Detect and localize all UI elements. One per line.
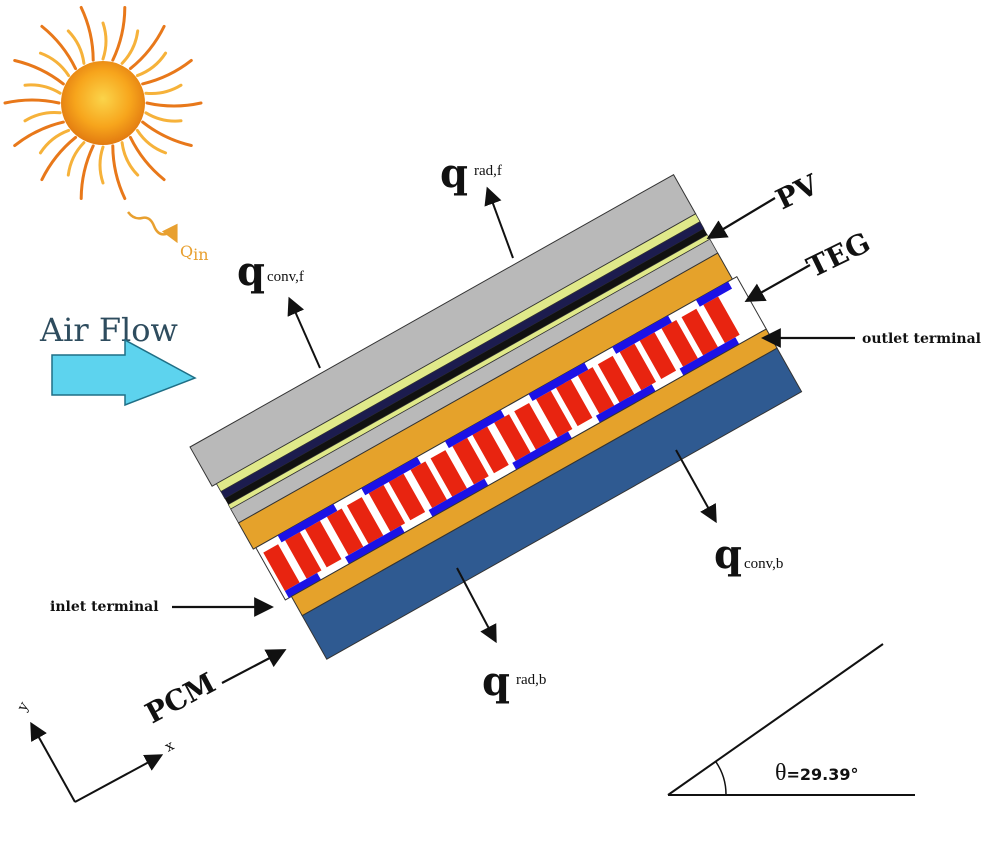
teg-connector	[384, 456, 421, 482]
teg-leg	[661, 320, 698, 367]
pcm-layer	[301, 347, 803, 660]
teg-leg	[494, 414, 531, 461]
sun-ray	[98, 145, 105, 185]
teg-connector	[535, 431, 572, 457]
y-axis-arrow	[30, 721, 76, 803]
angle-arc	[715, 761, 727, 796]
q-in-arrow	[127, 211, 178, 244]
teg-connector	[284, 572, 322, 598]
teg-leg	[452, 437, 489, 485]
x-axis-arrow	[74, 754, 164, 803]
sun-ray	[79, 5, 95, 62]
teg-leg	[577, 367, 615, 414]
sun-ray	[141, 58, 193, 86]
teg-leg	[430, 450, 467, 497]
sun-ray	[101, 21, 108, 61]
teg-connector	[635, 315, 672, 341]
pv-pointer-arrow	[706, 197, 776, 240]
panel-stack	[189, 173, 803, 660]
teg-leg	[305, 520, 342, 568]
teg-leg	[263, 544, 300, 591]
teg-layer	[255, 276, 767, 601]
q-in-label: Qin	[180, 242, 209, 264]
sun-disc	[61, 61, 145, 145]
sun-ray	[66, 29, 86, 65]
teg-leg	[326, 508, 364, 556]
teg-label: TEG	[802, 226, 876, 285]
teg-leg	[703, 296, 740, 344]
sun-ray	[111, 5, 127, 62]
sun-ray	[120, 141, 140, 177]
sun-ray	[135, 51, 168, 78]
sun-ray	[128, 24, 166, 71]
teg-connector	[552, 362, 589, 388]
teg-leg	[639, 332, 677, 379]
teg-leg	[556, 379, 593, 427]
sun-ray	[40, 24, 78, 71]
q-conv-b-arrow	[675, 449, 717, 524]
sun-ray	[38, 128, 71, 155]
sun-ray	[23, 111, 62, 123]
teg-connector	[368, 525, 405, 551]
sun-ray	[145, 101, 203, 108]
inlet-terminal-label: inlet terminal	[50, 599, 159, 615]
sun-icon	[3, 5, 203, 201]
teg-leg	[619, 343, 657, 391]
teg-pointer-arrow	[744, 264, 811, 302]
sun-ray	[141, 120, 193, 148]
sun-ray	[120, 29, 140, 65]
outlet-terminal-label: outlet terminal	[862, 331, 981, 347]
teg-leg	[597, 355, 635, 403]
teg-connector	[452, 478, 489, 504]
teg-leg	[472, 426, 509, 474]
sun-ray	[79, 144, 95, 201]
q-rad-b-arrow	[456, 567, 497, 644]
sun-ray	[38, 51, 71, 78]
sun-ray	[66, 141, 86, 177]
sun-rays	[3, 5, 203, 201]
pv-cell-layer	[224, 228, 708, 505]
teg-leg	[388, 473, 426, 521]
teg-connector	[619, 384, 656, 410]
sun-ray	[40, 135, 78, 182]
teg-leg	[681, 308, 718, 356]
sun-ray	[135, 128, 168, 155]
q-rad-f-arrow	[484, 186, 514, 259]
sun-ray	[144, 111, 183, 123]
teg-leg	[535, 390, 573, 438]
teg-leg	[368, 484, 406, 532]
sun-ray	[144, 83, 183, 95]
teg-connector	[703, 337, 740, 363]
air-flow-arrow-icon	[51, 338, 197, 407]
sun-ray	[23, 83, 62, 95]
teg-leg	[285, 532, 322, 579]
q-conv-f-arrow	[287, 296, 321, 369]
teg-leg	[410, 461, 447, 509]
air-flow-label: Air Flow	[39, 311, 178, 349]
sun-ray	[111, 144, 127, 201]
sun-ray	[128, 135, 166, 182]
sun-ray	[13, 120, 65, 148]
teg-leg	[514, 402, 551, 450]
teg-connector	[301, 503, 338, 530]
teg-leg	[346, 497, 384, 544]
x-axis-label: x	[162, 738, 177, 756]
angle-indicator: θ=29.39°	[667, 643, 915, 796]
angle-incline-line	[667, 643, 884, 796]
pcm-pointer-arrow	[221, 649, 287, 684]
angle-label: θ=29.39°	[775, 760, 859, 786]
y-axis-label: y	[14, 699, 32, 714]
sun-ray	[3, 98, 61, 105]
sun-ray	[13, 58, 65, 86]
teg-connector	[695, 281, 733, 307]
pcm-label: PCM	[140, 666, 221, 730]
pv-label: PV	[771, 167, 825, 216]
teg-connector	[468, 409, 505, 435]
